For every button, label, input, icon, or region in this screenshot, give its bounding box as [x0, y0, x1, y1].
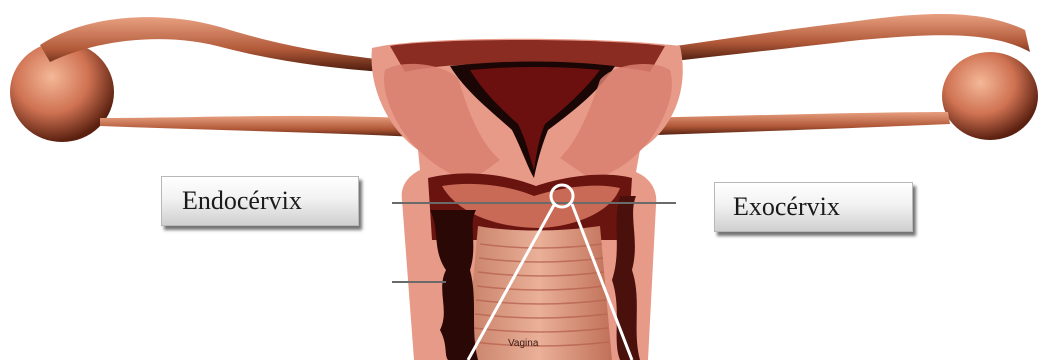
right-ovary — [942, 52, 1038, 140]
endocervix-label-box: Endocérvix — [161, 176, 359, 226]
exocervix-label: Exocérvix — [733, 192, 840, 222]
exocervix-label-box: Exocérvix — [714, 182, 913, 232]
endocervix-label: Endocérvix — [182, 186, 302, 216]
left-ovary — [10, 42, 114, 142]
right-ligament — [630, 112, 950, 136]
vagina-label: Vagina — [508, 338, 539, 349]
left-ligament — [100, 116, 438, 138]
